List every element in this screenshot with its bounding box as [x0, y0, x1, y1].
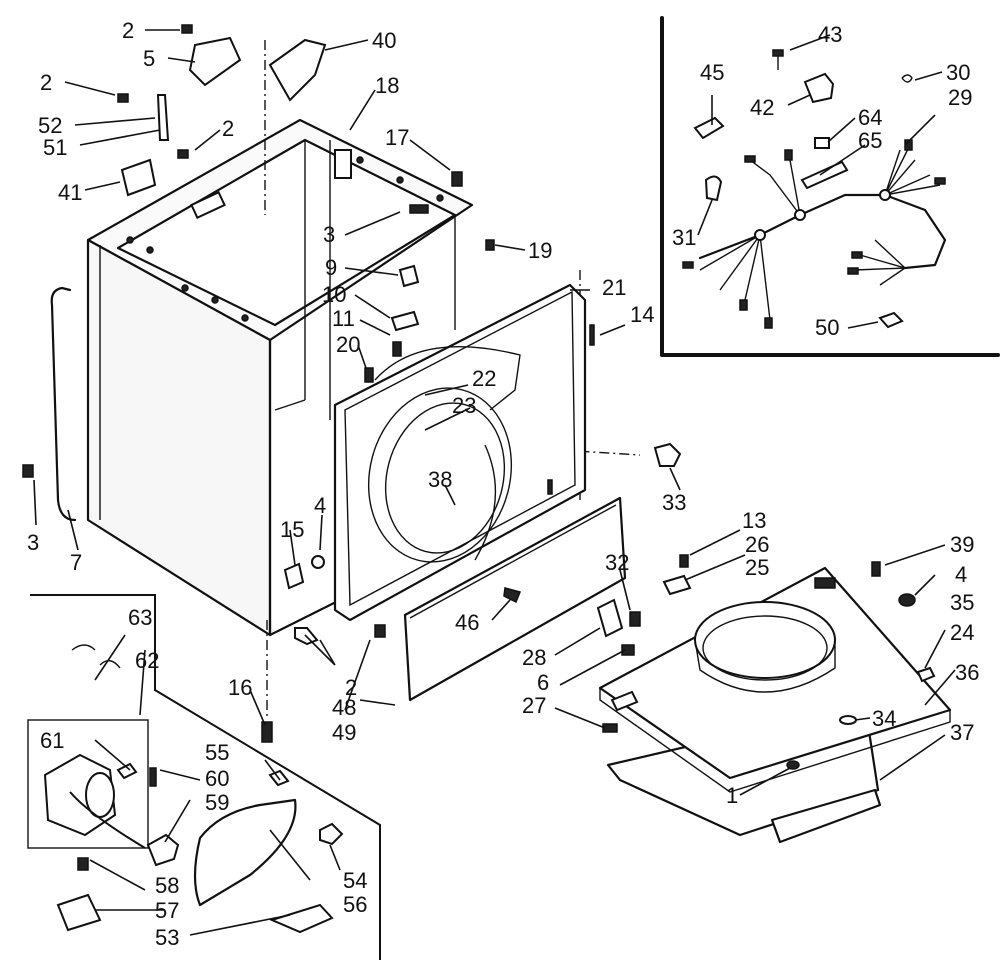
callout-23: 23 — [452, 393, 476, 418]
callout-25: 25 — [745, 555, 769, 580]
callout-27: 27 — [522, 693, 546, 718]
leader-lines — [33, 29, 956, 936]
callout-21: 21 — [602, 275, 626, 300]
callout-4: 4 — [955, 562, 967, 587]
callout-28: 28 — [522, 645, 546, 670]
callout-33: 33 — [662, 490, 686, 515]
callout-2: 2 — [345, 675, 357, 700]
callout-49: 49 — [332, 720, 356, 745]
callout-3: 3 — [27, 530, 39, 555]
wiring-inset — [660, 16, 1000, 357]
callout-1: 1 — [726, 783, 738, 808]
callout-36: 36 — [955, 660, 979, 685]
callout-35: 35 — [950, 590, 974, 615]
front-panel — [333, 283, 595, 622]
callout-24: 24 — [950, 620, 974, 645]
callout-61: 61 — [40, 728, 64, 753]
callout-34: 34 — [872, 706, 896, 731]
callout-14: 14 — [630, 302, 654, 327]
callout-16: 16 — [228, 675, 252, 700]
toe-panel — [403, 496, 627, 702]
callout-48: 48 — [332, 695, 356, 720]
callout-13: 13 — [742, 508, 766, 533]
callout-52: 52 — [38, 113, 62, 138]
callout-39: 39 — [950, 532, 974, 557]
callout-51: 51 — [43, 135, 67, 160]
callout-37: 37 — [950, 720, 974, 745]
callout-9: 9 — [325, 255, 337, 280]
callout-26: 26 — [745, 532, 769, 557]
callout-64: 64 — [858, 105, 882, 130]
callout-19: 19 — [528, 238, 552, 263]
callout-53: 53 — [155, 925, 179, 950]
callout-32: 32 — [605, 550, 629, 575]
callout-2: 2 — [122, 18, 134, 43]
callout-45: 45 — [700, 60, 724, 85]
callout-29: 29 — [948, 85, 972, 110]
callout-54: 54 — [343, 868, 367, 893]
callout-11: 11 — [332, 306, 355, 331]
callout-2: 2 — [40, 70, 52, 95]
callout-56: 56 — [343, 892, 367, 917]
callout-22: 22 — [472, 366, 496, 391]
base-assembly — [598, 566, 952, 844]
callout-50: 50 — [815, 315, 839, 340]
callout-4: 4 — [314, 493, 326, 518]
callout-63: 63 — [128, 605, 152, 630]
cabinet — [50, 118, 474, 637]
callout-40: 40 — [372, 28, 396, 53]
callout-59: 59 — [205, 790, 229, 815]
callout-30: 30 — [946, 60, 970, 85]
callout-7: 7 — [70, 550, 82, 575]
callout-62: 62 — [135, 648, 159, 673]
small-parts — [22, 24, 916, 871]
callout-43: 43 — [818, 22, 842, 47]
part-33 — [653, 442, 682, 467]
callout-18: 18 — [375, 73, 399, 98]
callout-57: 57 — [155, 898, 179, 923]
callout-31: 31 — [672, 225, 696, 250]
callout-55: 55 — [205, 740, 229, 765]
callout-65: 65 — [858, 128, 882, 153]
callout-17: 17 — [385, 125, 409, 150]
callout-42: 42 — [750, 95, 774, 120]
callout-10: 10 — [322, 282, 346, 307]
callout-20: 20 — [336, 332, 360, 357]
callout-15: 15 — [280, 517, 304, 542]
callout-5: 5 — [143, 46, 155, 71]
callout-46: 46 — [455, 610, 479, 635]
callout-38: 38 — [428, 467, 452, 492]
callout-2: 2 — [222, 116, 234, 141]
callout-3: 3 — [323, 222, 335, 247]
callout-41: 41 — [58, 180, 82, 205]
callout-6: 6 — [537, 670, 549, 695]
callout-60: 60 — [205, 766, 229, 791]
motor-assembly — [27, 644, 344, 934]
callout-labels: 2 5 40 2 18 52 2 51 17 41 3 19 9 21 10 1… — [27, 18, 979, 950]
callout-58: 58 — [155, 873, 179, 898]
